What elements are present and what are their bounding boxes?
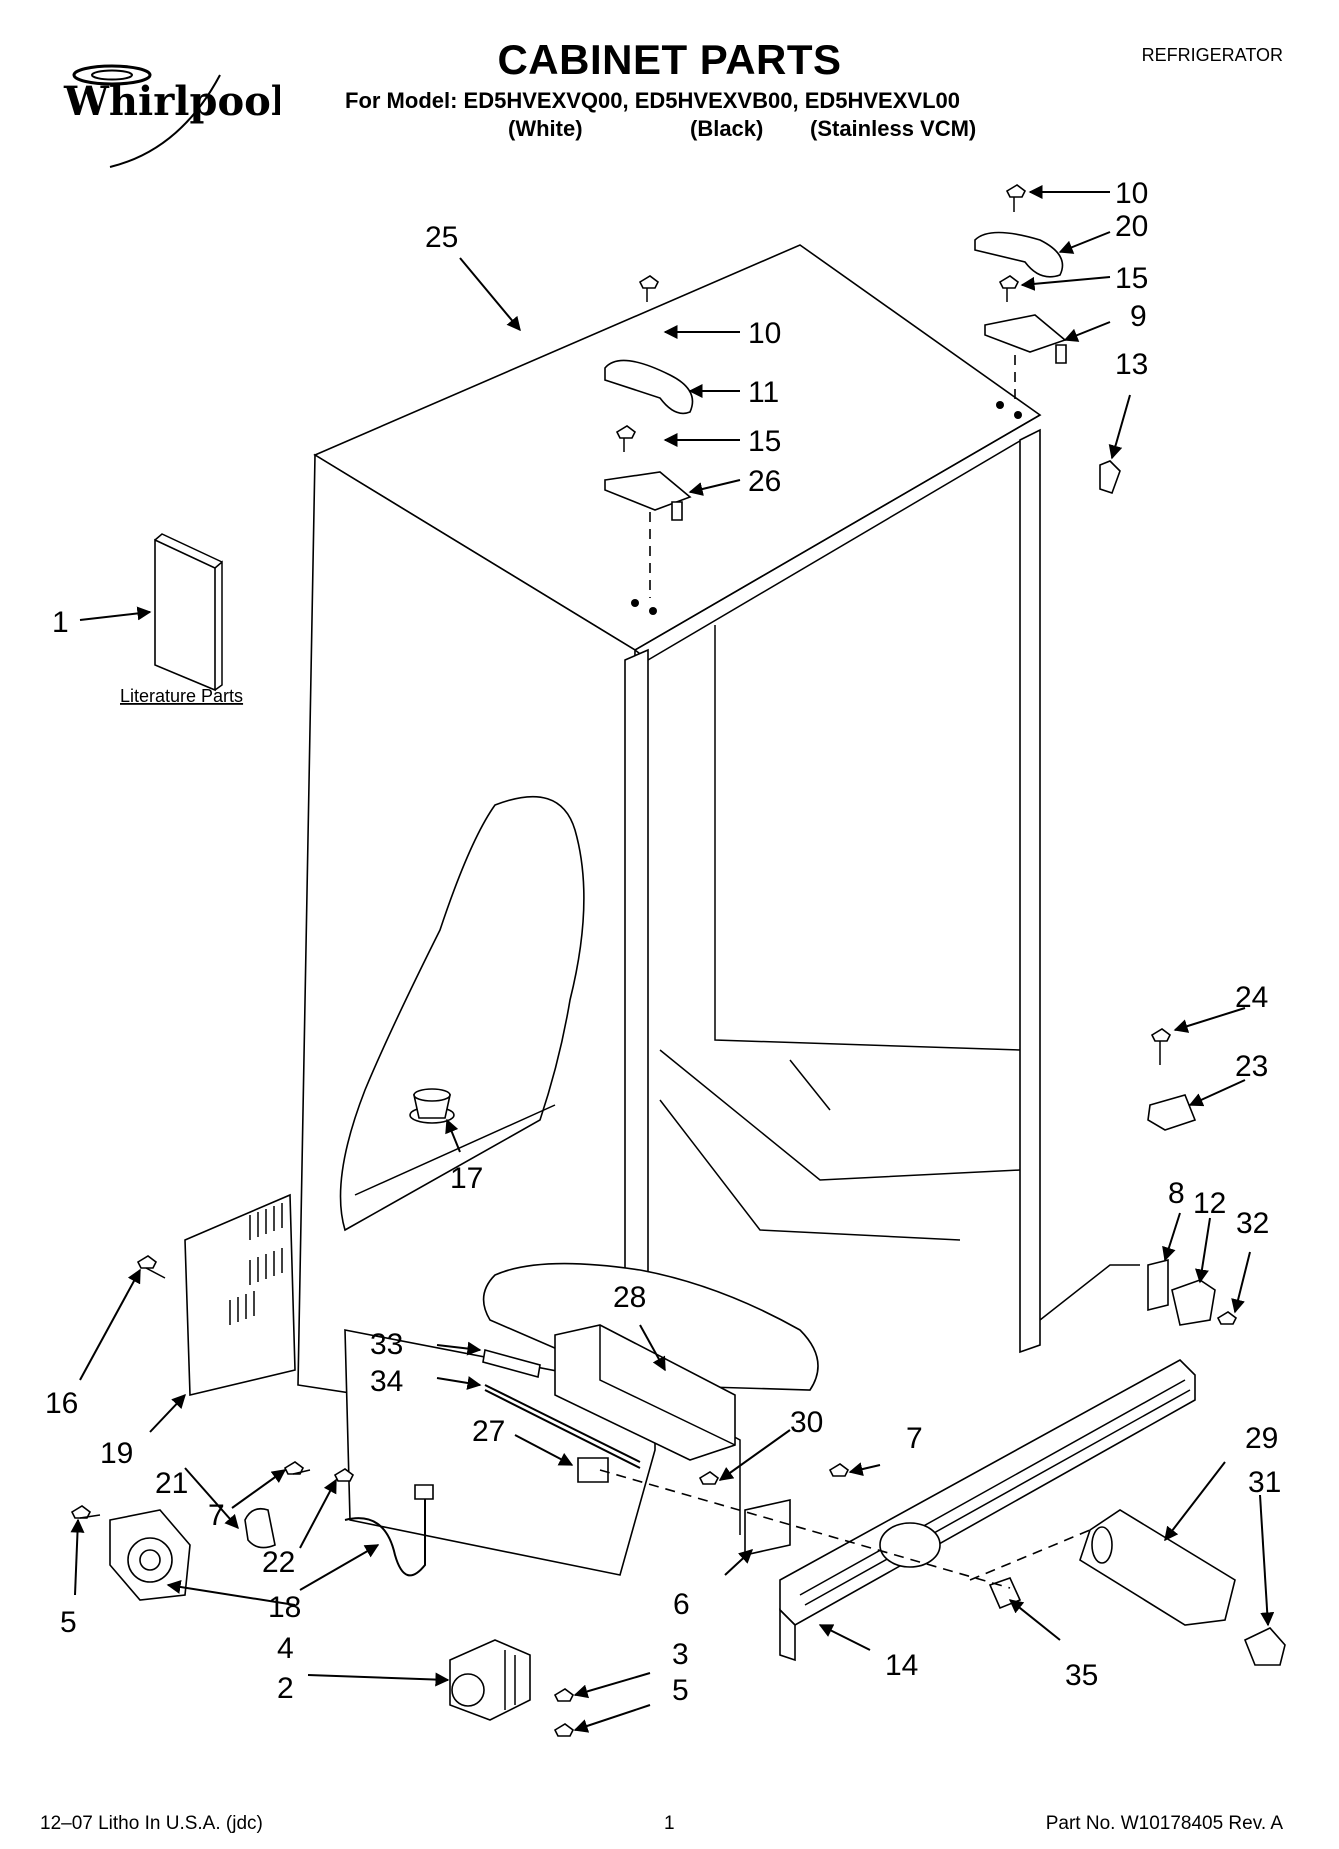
tube-33 xyxy=(482,1348,541,1379)
callout-31: 31 xyxy=(1248,1466,1281,1499)
bracket-6 xyxy=(744,1499,791,1556)
callout-4: 4 xyxy=(277,1632,294,1665)
callout-35: 35 xyxy=(1065,1659,1098,1692)
callout-1: 1 xyxy=(52,606,69,639)
bracket-23 xyxy=(1147,1094,1197,1131)
callout-26: 26 xyxy=(748,465,781,498)
water-tube-18 xyxy=(344,1484,434,1577)
literature-booklet xyxy=(154,533,223,692)
callout-8: 8 xyxy=(1168,1177,1185,1210)
callout-33: 33 xyxy=(370,1328,403,1361)
bottom-hinge-2 xyxy=(449,1639,531,1721)
toe-grille-14 xyxy=(779,1359,1196,1662)
callout-15a: 15 xyxy=(748,425,781,458)
screw-30 xyxy=(698,1471,720,1485)
callout-16: 16 xyxy=(45,1387,78,1420)
literature-label: Literature Parts xyxy=(120,686,243,706)
hinge-pin-12 xyxy=(1171,1279,1216,1326)
model-line: For Model: ED5HVEXVQ00, ED5HVEXVB00, ED5… xyxy=(345,88,960,113)
callout-19: 19 xyxy=(100,1437,133,1470)
callout-24: 24 xyxy=(1235,981,1268,1014)
top-hinge-right xyxy=(974,184,1121,495)
callout-22: 22 xyxy=(262,1546,295,1579)
callout-6: 6 xyxy=(673,1588,690,1621)
grommet-27 xyxy=(577,1457,609,1483)
callout-29: 29 xyxy=(1245,1422,1278,1455)
screw-3 xyxy=(553,1688,575,1702)
color-black: (Black) xyxy=(690,116,764,141)
page-title: CABINET PARTS xyxy=(497,36,842,83)
rear-access-cover-19 xyxy=(184,1193,296,1397)
screw-7b xyxy=(828,1463,850,1477)
screw-32 xyxy=(1216,1311,1238,1325)
callout-21: 21 xyxy=(155,1467,188,1500)
tube-34 xyxy=(484,1384,641,1469)
whirlpool-logo: Whirlpool xyxy=(63,64,280,168)
callout-3: 3 xyxy=(672,1638,689,1671)
callout-23: 23 xyxy=(1235,1050,1268,1083)
callout-2: 2 xyxy=(277,1672,294,1705)
callout-7a: 7 xyxy=(208,1499,225,1532)
cabinet xyxy=(297,244,1042,1576)
bracket-8 xyxy=(1147,1258,1169,1312)
footer-page-number: 1 xyxy=(664,1813,675,1834)
brand-wordmark: Whirlpool xyxy=(63,78,280,125)
callout-5b: 5 xyxy=(672,1674,689,1707)
callout-27: 27 xyxy=(472,1415,505,1448)
callout-10b: 10 xyxy=(1115,177,1148,210)
callout-13: 13 xyxy=(1115,348,1148,381)
callout-14: 14 xyxy=(885,1649,918,1682)
screw-5a xyxy=(70,1505,101,1519)
callout-30: 30 xyxy=(790,1406,823,1439)
screw-24 xyxy=(1150,1028,1172,1065)
screw-22 xyxy=(333,1468,355,1482)
callout-17: 17 xyxy=(450,1162,483,1195)
callout-32: 32 xyxy=(1236,1207,1269,1240)
clip-21 xyxy=(244,1507,276,1549)
callout-11: 11 xyxy=(748,376,779,409)
screw-5b xyxy=(553,1723,575,1737)
callout-15b: 15 xyxy=(1115,262,1148,295)
callout-28: 28 xyxy=(613,1281,646,1314)
top-hinge-left xyxy=(604,275,694,598)
callout-9: 9 xyxy=(1130,300,1147,333)
leader-lines xyxy=(70,185,1275,1733)
callout-18: 18 xyxy=(268,1591,301,1624)
filter-cap-31 xyxy=(1243,1627,1286,1666)
callout-34: 34 xyxy=(370,1365,403,1398)
category-label: REFRIGERATOR xyxy=(1141,45,1283,65)
callout-7b: 7 xyxy=(906,1422,923,1455)
screw-7a xyxy=(283,1461,311,1475)
screw-16 xyxy=(136,1255,166,1279)
water-filter-29 xyxy=(1079,1509,1236,1626)
callout-20: 20 xyxy=(1115,210,1148,243)
color-stainless: (Stainless VCM) xyxy=(810,116,977,141)
footer-part-number: Part No. W10178405 Rev. A xyxy=(1045,1813,1283,1834)
color-white: (White) xyxy=(508,116,583,141)
drain-cup-17 xyxy=(409,1088,455,1124)
callout-5a: 5 xyxy=(60,1606,77,1639)
callout-labels: 1 25 10 11 15 26 10 20 15 9 13 24 23 8 1… xyxy=(45,177,1281,1707)
callout-12: 12 xyxy=(1193,1187,1226,1220)
callout-25: 25 xyxy=(425,221,458,254)
water-filter-housing-28 xyxy=(554,1324,736,1461)
footer-litho: 12–07 Litho In U.S.A. (jdc) xyxy=(40,1813,263,1834)
callout-10a: 10 xyxy=(748,317,781,350)
roller-assembly-4 xyxy=(109,1509,191,1601)
